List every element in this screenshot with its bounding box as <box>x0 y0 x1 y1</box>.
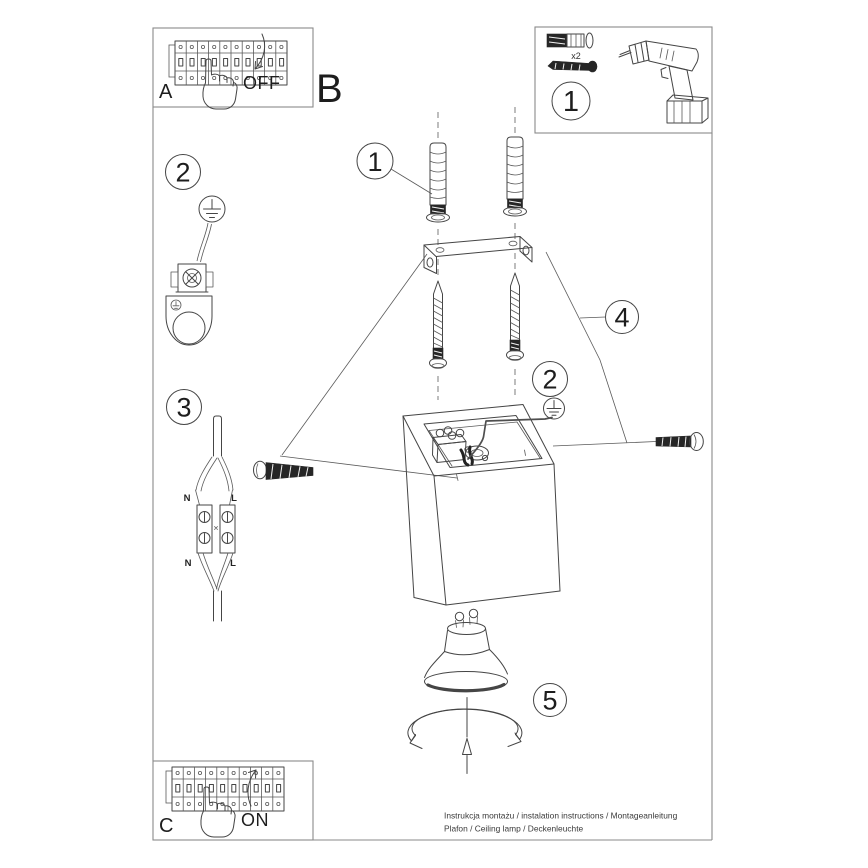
off-label: OFF <box>243 73 281 93</box>
screw-icon <box>547 60 598 73</box>
supply-cable <box>195 415 234 506</box>
arrow-down-icon <box>254 33 266 70</box>
footer-line-1: Instrukcja montażu / instalation instruc… <box>444 811 678 821</box>
bulb-socket-icon <box>459 445 489 467</box>
wall-plug-right-icon <box>503 136 527 217</box>
mounting-projection-outline <box>279 251 657 479</box>
live-bottom-label: L <box>230 558 236 569</box>
gu10-bulb-icon <box>424 608 508 693</box>
wall-plug-icon <box>546 32 594 49</box>
callout-enclosure-leader <box>579 316 606 319</box>
arrow-up-icon <box>247 769 257 807</box>
mounting-plate-icon <box>165 295 213 346</box>
ground-wire <box>467 416 553 460</box>
wall-plug-left-icon <box>426 142 450 223</box>
callout-dowels-leader <box>390 168 433 195</box>
footer-text: Instrukcja montażu / instalation instruc… <box>444 811 678 834</box>
terminal-block-icon <box>196 504 236 554</box>
ground-clamp-icon <box>170 263 214 297</box>
dowel-qty-label: x2 <box>571 51 581 61</box>
callout-ground-side-number: 2 <box>175 158 190 188</box>
step-c-power-on: ON C <box>159 766 285 838</box>
callout-dowels-number: 1 <box>367 147 382 177</box>
breaker-panel-icon <box>165 766 285 812</box>
tools-required: x2 1 <box>546 32 709 124</box>
mounting-bracket-icon <box>423 236 533 274</box>
tools-step-number: 1 <box>563 86 579 118</box>
ground-symbol-main-icon <box>543 397 565 420</box>
section-a-label: A <box>159 81 173 103</box>
callout-bulb-circle <box>533 683 567 717</box>
pointing-hand-icon <box>200 786 236 838</box>
step-5-bulb: 5 <box>407 608 567 774</box>
tools-step-circle <box>551 81 591 121</box>
lamp-cable <box>197 552 234 622</box>
callout-ground-main-circle <box>532 361 568 397</box>
step-2-ground-detail: 2 <box>165 154 226 346</box>
section-a-box <box>152 27 314 108</box>
ground-wire-detail <box>196 222 212 263</box>
ground-symbol-icon <box>198 195 226 223</box>
drill-icon <box>618 40 709 124</box>
alignment-axes <box>437 107 516 400</box>
terminal-block-inside-icon <box>432 426 467 463</box>
insert-direction-arrow-icon <box>462 697 472 774</box>
callout-ground-side-circle <box>165 154 201 190</box>
lamp-body-cube <box>402 404 561 606</box>
step-3-wiring-detail: 3 N L N L <box>166 389 237 622</box>
callout-enclosure-number: 4 <box>614 303 629 333</box>
neutral-bottom-label: N <box>185 558 192 569</box>
callout-ground-main-number: 2 <box>542 365 557 395</box>
rotation-arrow-icon <box>407 708 523 749</box>
tools-box <box>534 26 713 134</box>
wood-screw-right-icon <box>506 272 524 361</box>
neutral-top-label: N <box>184 493 191 504</box>
section-b-label: B <box>316 67 343 111</box>
callout-wiring-number: 3 <box>176 393 191 423</box>
section-c-label: C <box>159 815 173 837</box>
step-1-dowels: 1 <box>356 107 527 400</box>
page-frame <box>152 26 713 841</box>
on-label: ON <box>241 810 269 830</box>
callout-dowels-circle <box>356 142 394 180</box>
footer-line-2: Plafon / Ceiling lamp / Deckenleuchte <box>444 824 584 834</box>
callout-bulb-number: 5 <box>542 686 557 716</box>
step-a-power-off: OFF A <box>159 33 288 110</box>
machine-screw-left-icon <box>253 460 314 480</box>
machine-screw-right-icon <box>655 432 704 451</box>
wood-screw-left-icon <box>429 280 447 369</box>
callout-wiring-circle <box>166 389 202 425</box>
live-top-label: L <box>231 493 237 504</box>
